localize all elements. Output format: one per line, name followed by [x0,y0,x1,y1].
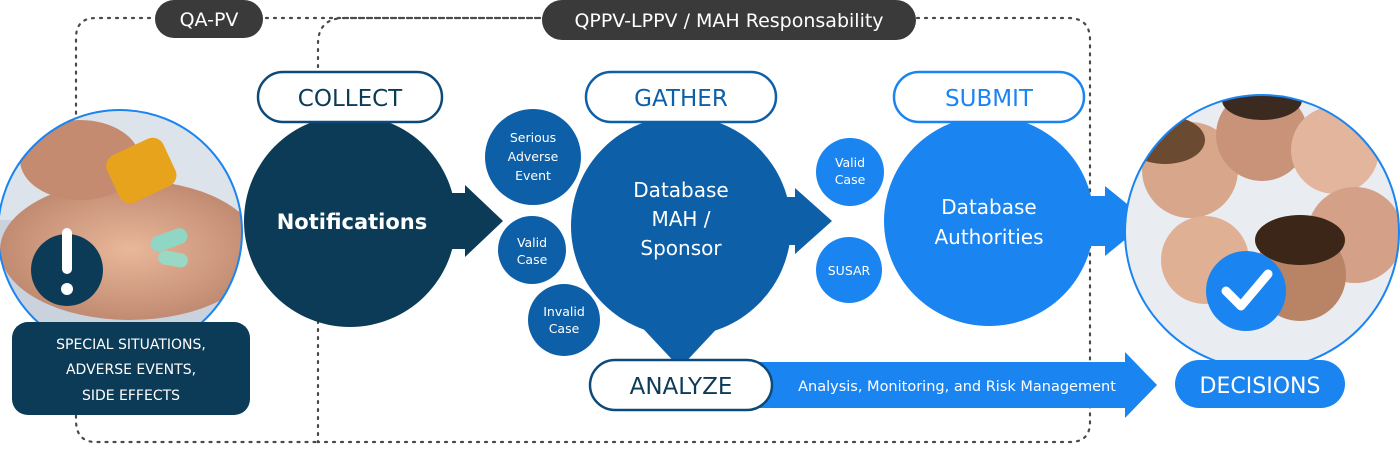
decisions-label: DECISIONS [1200,374,1321,399]
analysis-arrow-label: Analysis, Monitoring, and Risk Managemen… [798,379,1116,395]
exclamation-icon [31,228,103,306]
analysis-arrow [700,352,1157,418]
decisions-badge: DECISIONS [1175,360,1345,408]
database-mah-node [571,116,791,336]
susar-bubble [816,237,882,303]
submit-label-pill [892,70,1086,124]
gather-stage: Database MAH / Sponsor GATHER [571,70,832,368]
valid-case-1-line-2: Case [517,252,548,267]
collect-label: COLLECT [298,86,403,112]
submit-stage: Database Authorities SUBMIT [884,70,1148,326]
database-authorities-line-2: Authorities [934,225,1043,249]
serious-adverse-event-bubble [485,109,581,205]
submit-label: SUBMIT [945,86,1034,112]
group-of-people-image [1124,94,1400,370]
database-mah-line-3: Sponsor [640,236,722,260]
case-bubbles-submit: Valid Case SUSAR [816,138,884,303]
collect-arrow [440,185,503,257]
qppv-zone-border [316,16,1092,444]
qppv-tag: QPPV-LPPV / MAH Responsability [542,0,916,40]
check-icon [1206,251,1286,331]
database-authorities-node [884,116,1094,326]
notifications-label: Notifications [277,210,428,234]
serious-line-3: Event [515,168,551,183]
serious-line-2: Adverse [508,149,559,164]
invalid-case-bubble [528,284,600,356]
analyze-stage: Analysis, Monitoring, and Risk Managemen… [588,352,1157,418]
database-authorities-line-1: Database [941,195,1036,219]
invalid-case-line-2: Case [549,321,580,336]
special-situations-line-2: ADVERSE EVENTS, [66,362,196,378]
special-situations-line-3: SIDE EFFECTS [82,388,180,404]
zone-boundaries [74,16,1092,444]
case-bubbles-gather: Serious Adverse Event Valid Case Invalid… [485,109,600,356]
qppv-label: QPPV-LPPV / MAH Responsability [574,10,883,32]
collect-stage: Notifications COLLECT [244,70,503,327]
valid-case-bubble-2 [816,138,884,206]
qa-pv-label: QA-PV [180,9,239,31]
analyze-label-pill [588,358,774,412]
susar-label: SUSAR [828,263,871,278]
database-mah-line-1: Database [633,178,728,202]
collect-label-pill [256,70,444,124]
pills-in-hand-image [0,109,243,355]
valid-case-2-line-2: Case [835,172,866,187]
analyze-label: ANALYZE [630,374,733,400]
special-situations-box: SPECIAL SITUATIONS, ADVERSE EVENTS, SIDE… [12,322,250,415]
valid-case-bubble-1 [498,216,566,284]
invalid-case-line-1: Invalid [543,304,585,319]
gather-label-pill [584,70,778,124]
qa-pv-tag: QA-PV [155,0,263,38]
valid-case-1-line-1: Valid [517,235,547,250]
gather-label: GATHER [634,86,728,112]
notifications-node [244,115,456,327]
serious-line-1: Serious [510,130,556,145]
database-mah-line-2: MAH / [651,207,710,231]
special-situations-line-1: SPECIAL SITUATIONS, [56,337,206,353]
valid-case-2-line-1: Valid [835,155,865,170]
